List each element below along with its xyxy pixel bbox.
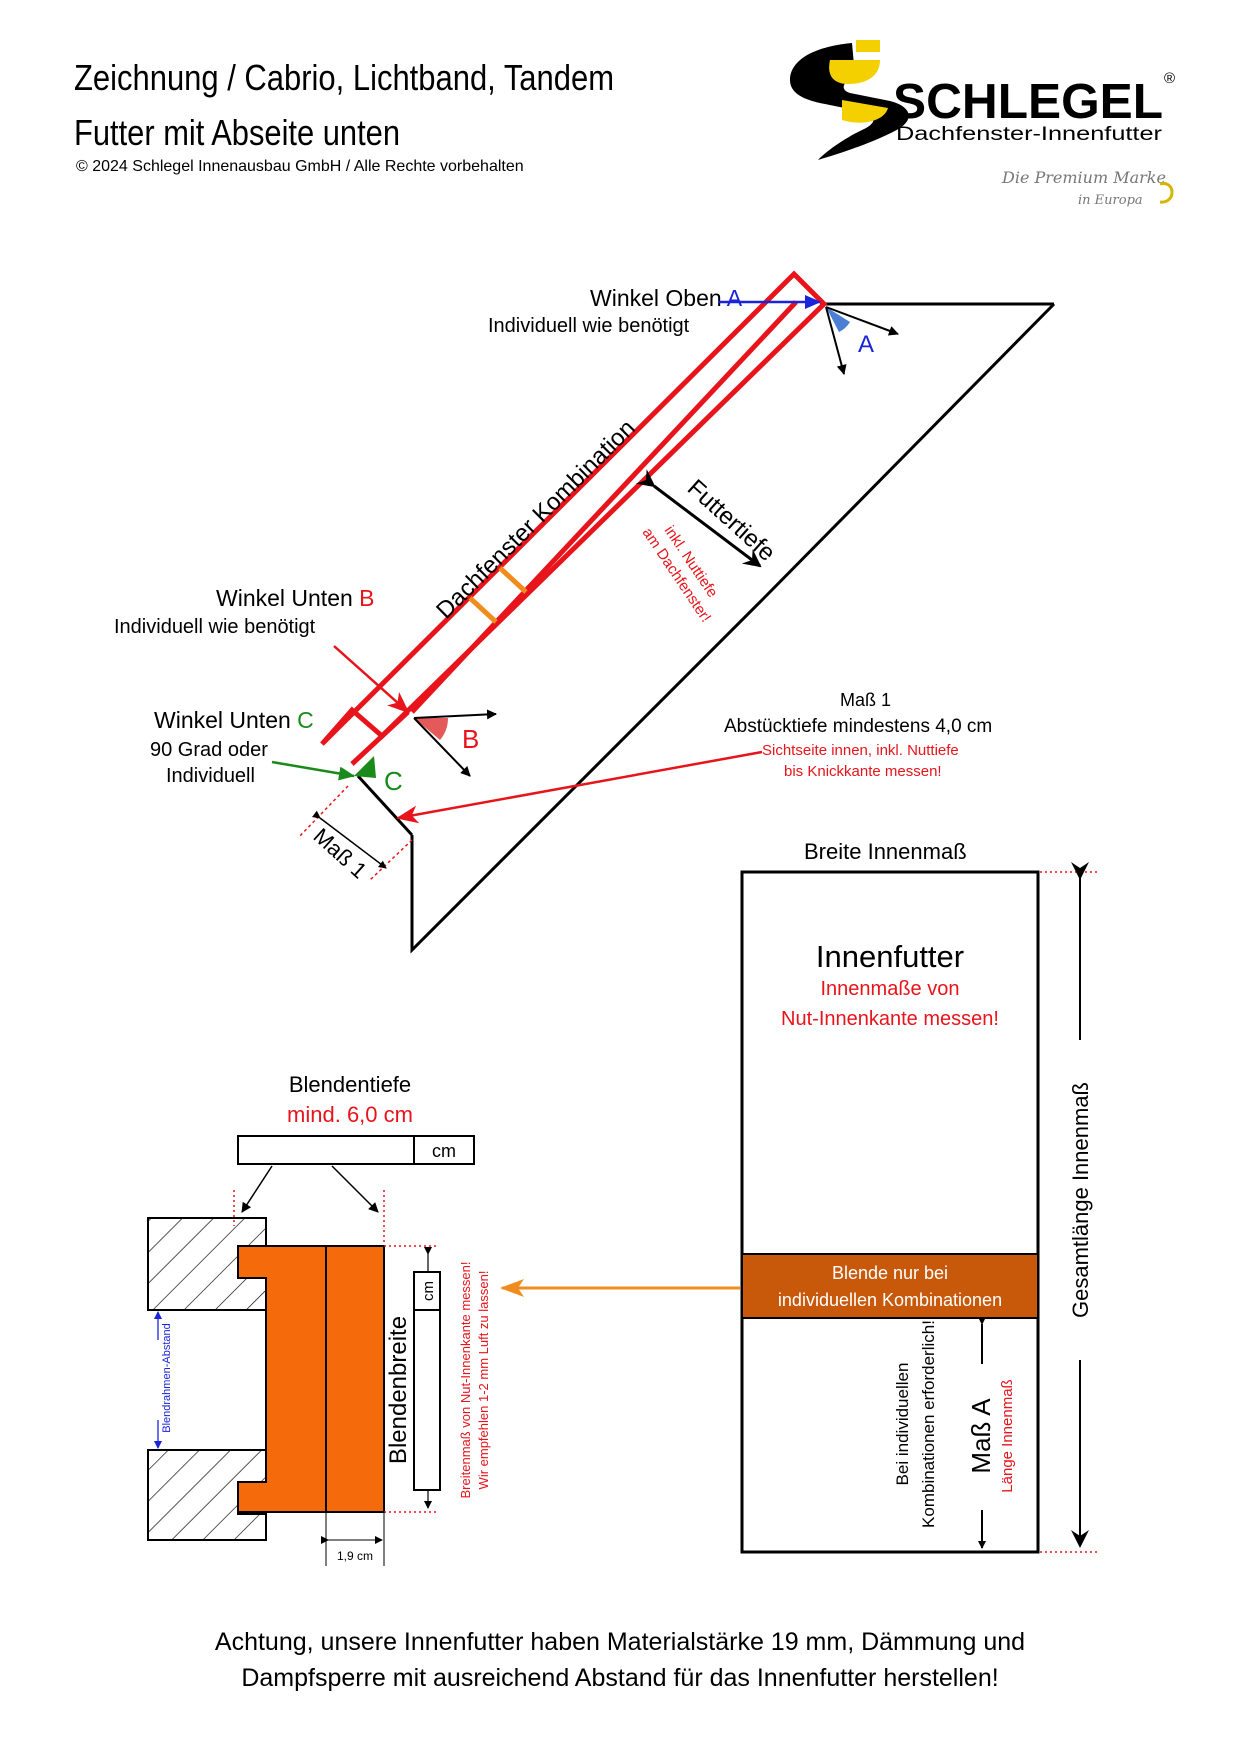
breitenmass-note2: Wir empfehlen 1-2 mm Luft zu lassen!	[476, 1271, 491, 1490]
page-title-line1: Zeichnung / Cabrio, Lichtband, Tandem	[74, 57, 614, 98]
schlegel-logo: SCHLEGEL ® Dachfenster-Innenfutter Die P…	[790, 40, 1175, 208]
footer-line2: Dampfsperre mit ausreichend Abstand für …	[241, 1664, 998, 1692]
joint-mark-2	[498, 566, 528, 594]
winkel-unten-b-text: Winkel Unten	[216, 585, 353, 611]
mass1-text: Abstücktiefe mindestens 4,0 cm	[724, 716, 992, 737]
logo-yellow-top-icon	[856, 40, 880, 52]
brand-subtitle: Dachfenster-Innenfutter	[896, 124, 1163, 145]
dachfenster-inner-line	[410, 300, 798, 714]
angle-b-fill	[414, 718, 449, 740]
angle-a-letter: A	[858, 331, 874, 358]
winkel-unten-b-letter: B	[359, 585, 374, 611]
footer: Achtung, unsere Innenfutter haben Materi…	[215, 1628, 1025, 1692]
innenfutter-title: Innenfutter	[816, 939, 964, 974]
blende-line2: individuellen Kombinationen	[778, 1290, 1002, 1310]
knick-line	[356, 774, 414, 837]
blendentiefe-input[interactable]	[237, 1135, 475, 1165]
winkel-unten-c-note1: 90 Grad oder	[150, 739, 268, 761]
blendentiefe-arrow-right	[331, 1165, 379, 1213]
angle-a-ray2	[825, 306, 847, 375]
winkel-unten-b-note: Individuell wie benötigt	[114, 616, 316, 638]
gesamtlaenge-label: Gesamtlänge Innenmaß	[1068, 1082, 1093, 1318]
individual-note2: Kombinationen erforderlich!	[919, 1320, 938, 1528]
brand-registered: ®	[1164, 70, 1175, 87]
mass1-pointer	[396, 750, 763, 824]
winkel-unten-c-note2: Individuell	[166, 765, 255, 787]
blendrahmen-label: Blendrahmen-Abstand	[161, 1323, 173, 1432]
mass1-note1: Sichtseite innen, inkl. Nuttiefe	[762, 742, 959, 759]
brand-tagline-line2: in Europa	[1078, 193, 1143, 208]
blendenbreite-unit: cm	[420, 1281, 437, 1301]
mass-a-sub: Länge Innenmaß	[999, 1379, 1016, 1492]
blende-detail: Blendentiefe mind. 6,0 cm cm Mittlere Sp…	[147, 1072, 491, 1566]
winkel-unten-b-label: Winkel Unten B	[216, 585, 375, 611]
futtertiefe-arrow	[635, 469, 762, 568]
sparren-line2: Sparrenblende	[300, 1321, 320, 1439]
mass-a-label: Maß A	[966, 1398, 996, 1474]
page-title-line2: Futter mit Abseite unten	[74, 112, 400, 153]
winkel-unten-c-letter: C	[297, 707, 314, 733]
brand-name: SCHLEGEL	[893, 75, 1163, 129]
winkel-oben-letter: A	[727, 285, 743, 311]
sparren-line1: Mittlere	[278, 1350, 298, 1409]
mass1-title: Maß 1	[840, 690, 891, 710]
winkel-unten-b-pointer	[333, 645, 410, 714]
innenfutter-panel: Breite Innenmaß Blende nur bei individue…	[500, 839, 1100, 1554]
brand-tagline-line1: Die Premium Marke	[1001, 168, 1166, 187]
angle-b-ray2	[413, 717, 471, 777]
logo-yellow-mid-icon	[829, 60, 880, 84]
blendentiefe-arrow-left	[241, 1165, 273, 1213]
blendenbreite-label: Blendenbreite	[385, 1316, 412, 1464]
sparrenblende-front	[325, 1245, 385, 1513]
individual-note1: Bei individuellen	[893, 1363, 912, 1486]
angle-b-ray1	[413, 709, 497, 720]
mass1-dim-label: Maß 1	[309, 823, 372, 883]
mass1-note2: bis Knickkante messen!	[784, 763, 942, 780]
blendentiefe-unit: cm	[432, 1141, 456, 1161]
blende-band	[741, 1253, 1039, 1319]
blendentiefe-label: Blendentiefe	[289, 1072, 411, 1097]
innenfutter-note1: Innenmaße von	[821, 978, 960, 1000]
angle-c-fill	[354, 756, 376, 778]
angle-a-ray1	[825, 306, 899, 336]
dachfenster-kombination-outline	[320, 270, 828, 746]
blende-line1: Blende nur bei	[832, 1263, 948, 1283]
header: Zeichnung / Cabrio, Lichtband, Tandem Fu…	[74, 57, 614, 175]
footer-line1: Achtung, unsere Innenfutter haben Materi…	[215, 1628, 1025, 1656]
breitenmass-note1: Breitenmaß von Nut-Innenkante messen!	[458, 1261, 473, 1498]
winkel-unten-c-text: Winkel Unten	[154, 707, 291, 733]
blendentiefe-min: mind. 6,0 cm	[287, 1102, 413, 1127]
winkel-unten-c-label: Winkel Unten C	[154, 707, 314, 733]
winkel-oben-label: Winkel Oben A	[590, 285, 743, 311]
winkel-oben-note: Individuell wie benötigt	[488, 315, 690, 337]
mass1-dim-arrow	[312, 810, 387, 869]
joint-mark-1	[468, 596, 498, 624]
copyright-text: © 2024 Schlegel Innenausbau GmbH / Alle …	[76, 158, 524, 175]
roof-outline	[410, 302, 1056, 954]
winkel-unten-c-pointer	[271, 760, 355, 781]
panel-outline	[740, 870, 1040, 1554]
dachfenster-abseite-line	[350, 710, 410, 766]
angle-c-letter: C	[384, 766, 403, 796]
dachfenster-kombination-label: Dachfenster Kombination	[431, 415, 641, 625]
tagline-swoosh-icon	[1159, 182, 1174, 204]
innenfutter-note2: Nut-Innenkante messen!	[781, 1008, 999, 1030]
logo-yellow-low-icon	[842, 100, 888, 123]
winkel-oben-text: Winkel Oben	[590, 285, 722, 311]
mass1-ext-line2	[369, 839, 413, 881]
breite-innenmass-label: Breite Innenmaß	[804, 839, 967, 864]
futtertiefe-label: Futtertiefe	[682, 474, 780, 566]
angle-a-fill	[826, 307, 850, 332]
angle-b-letter: B	[462, 724, 479, 754]
blendenbreite-input[interactable]	[413, 1271, 441, 1491]
thickness-label: 1,9 cm	[337, 1549, 373, 1563]
